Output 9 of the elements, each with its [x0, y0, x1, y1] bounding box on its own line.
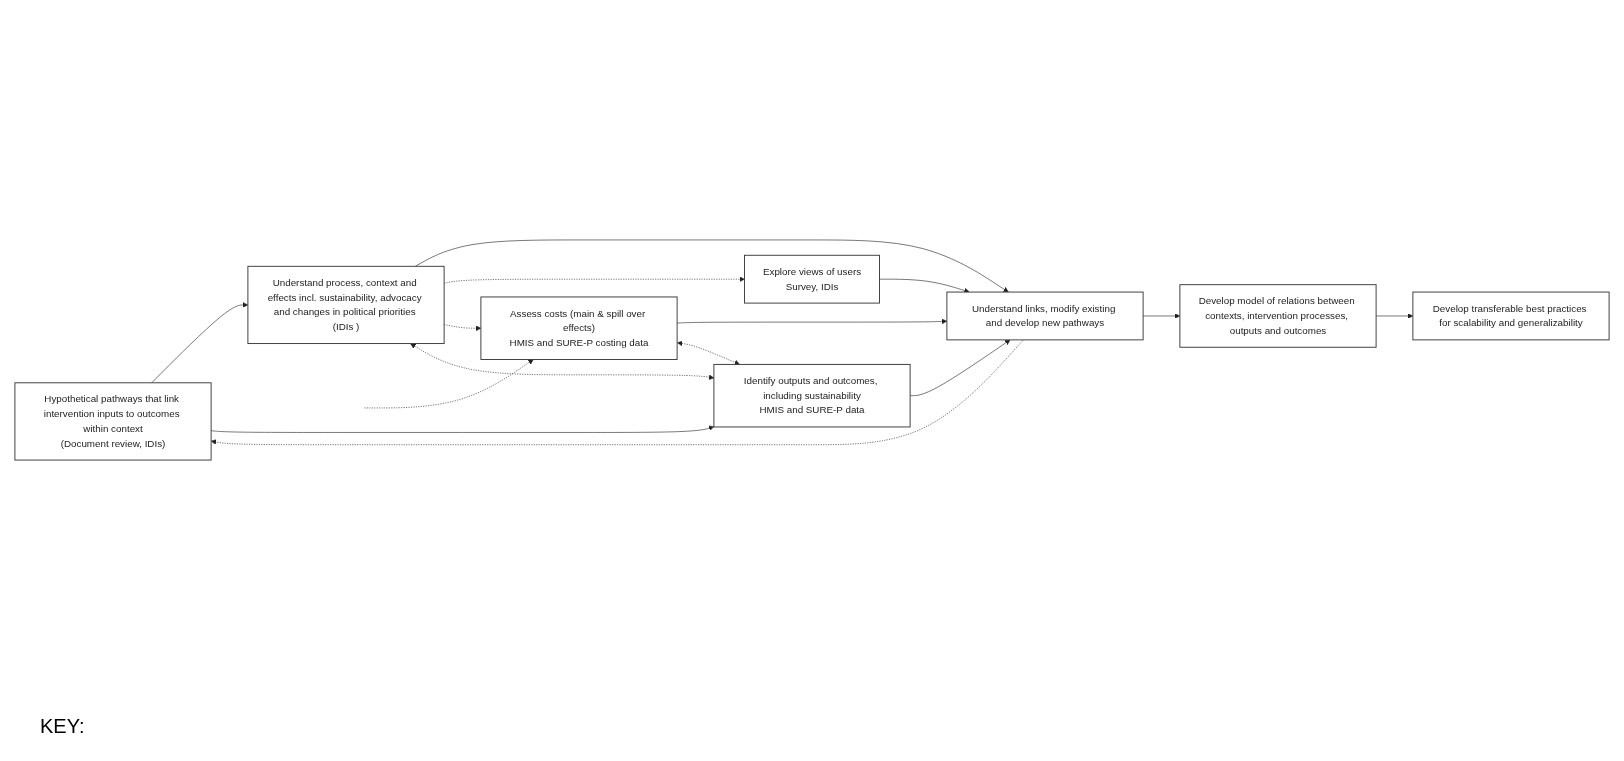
node-box: Explore views of users Survey, IDIs — [744, 254, 880, 304]
node-box: Identify outputs and outcomes, including sustainability HMIS and SURE-P data — [713, 363, 911, 428]
node-box: Develop transferable best practices for scalability and generalizability — [1412, 291, 1610, 341]
node-box: Assess costs (main & spill over effects) HMIS and SURE-P costing data — [480, 296, 678, 360]
node-box: Develop model of relations between contexts, intervention processes, outputs and outcomes — [1179, 284, 1377, 348]
node-box: Understand links, modify existing and develop new pathways — [946, 291, 1144, 341]
node-box: Hypothetical pathways that link intervention inputs to outcomes within context (Document review, IDIs) — [14, 382, 212, 461]
key-heading: KEY: — [40, 715, 85, 737]
node-box: Understand process, context and effects incl. sustainability, advocacy and changes in political priorities (IDIs ) — [247, 265, 445, 344]
